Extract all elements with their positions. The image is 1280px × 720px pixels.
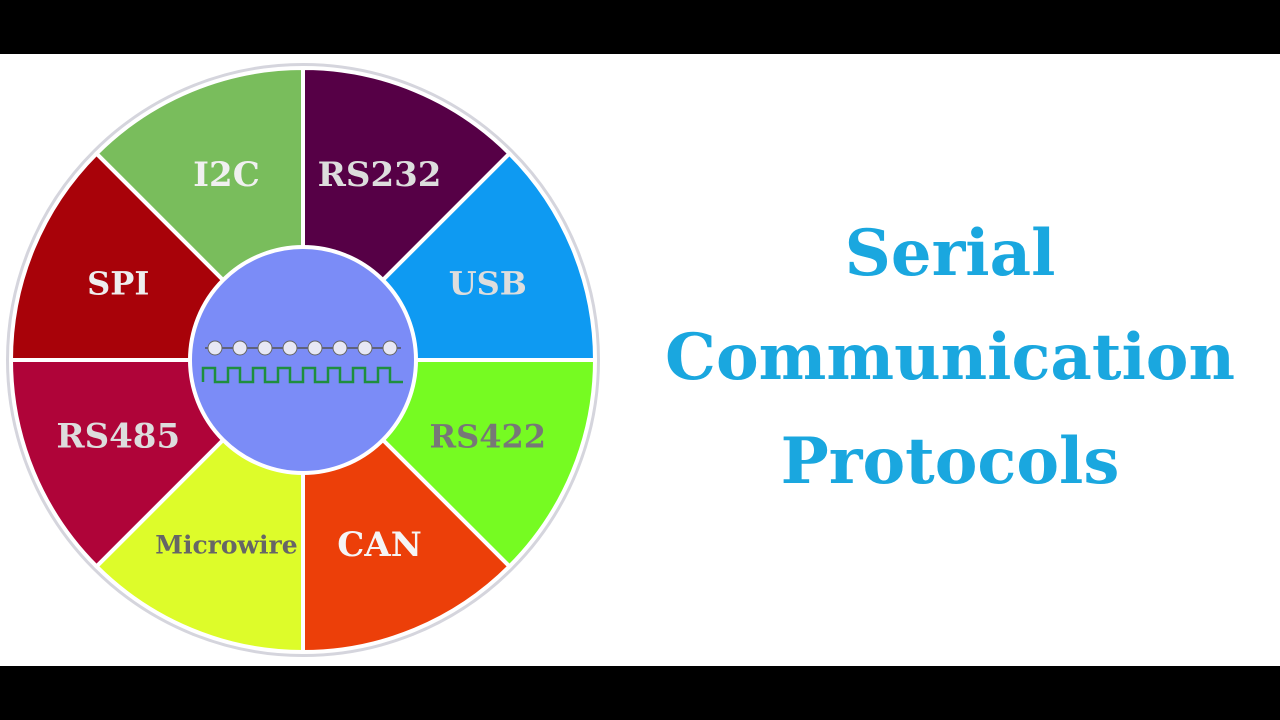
data-bit-icon: [382, 340, 398, 356]
segment-label-usb: USB: [449, 264, 527, 302]
data-bit-icon: [207, 340, 223, 356]
data-bit-icon: [232, 340, 248, 356]
slide-title: Serial Communication Protocols: [630, 202, 1270, 514]
serial-signal-icon: [201, 340, 403, 384]
wheel-outline: [6, 63, 600, 657]
title-line-3: Protocols: [780, 424, 1120, 499]
data-bit-icon: [357, 340, 373, 356]
data-bit-icon: [332, 340, 348, 356]
title-line-1: Serial: [844, 216, 1056, 291]
data-bit-icon: [257, 340, 273, 356]
segment-label-can: CAN: [337, 525, 422, 565]
data-bit-icon: [307, 340, 323, 356]
segment-label-rs485: RS485: [56, 417, 180, 457]
segment-label-rs232: RS232: [318, 155, 442, 195]
segment-label-microwire: Microwire: [155, 530, 297, 559]
data-bit-icon: [282, 340, 298, 356]
wheel-hub: [188, 245, 418, 475]
segment-label-spi: SPI: [87, 264, 149, 302]
title-line-2: Communication: [665, 320, 1235, 395]
clock-wave-icon: [201, 366, 403, 384]
segment-label-rs422: RS422: [430, 418, 547, 456]
segment-label-i2c: I2C: [193, 155, 260, 195]
wheel-segments: [8, 65, 598, 655]
